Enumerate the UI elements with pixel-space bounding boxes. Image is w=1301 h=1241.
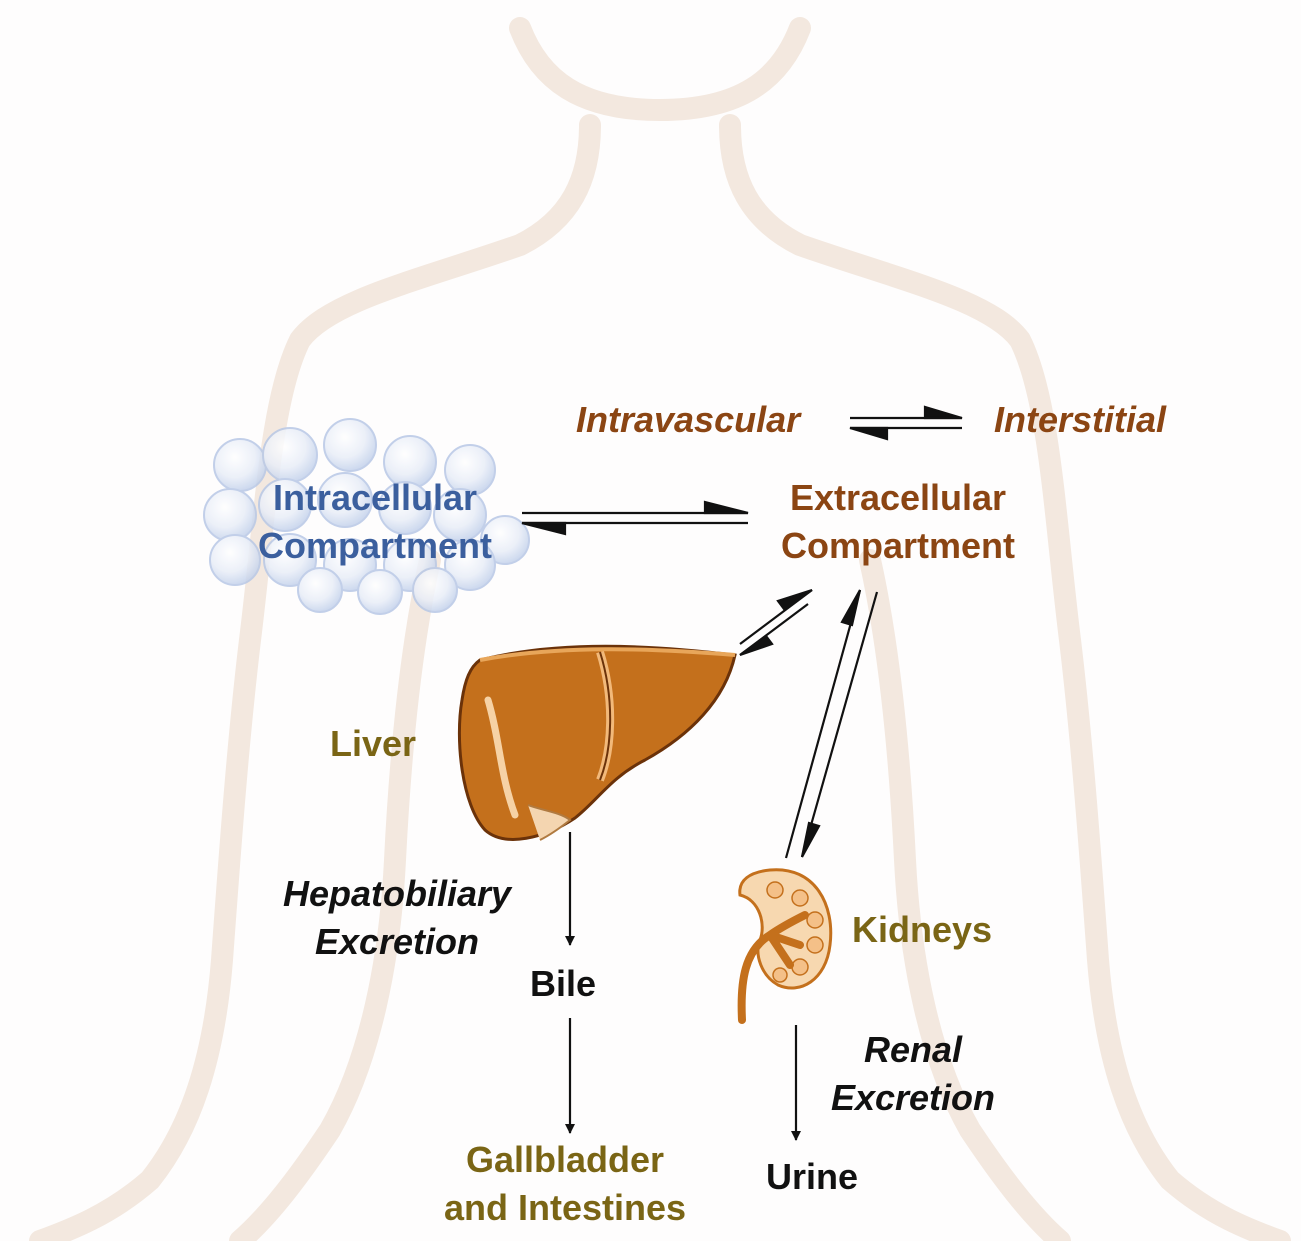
intracellular-line-2: Compartment [230, 522, 520, 570]
intracellular-line-1: Intracellular [230, 474, 520, 522]
hepatobiliary-excretion-label: Hepatobiliary Excretion [262, 870, 532, 966]
gallbladder-intestines-label: Gallbladder and Intestines [410, 1136, 720, 1232]
interstitial-label: Interstitial [994, 396, 1166, 444]
gallbladder-line-2: and Intestines [410, 1184, 720, 1232]
renal-line-2: Excretion [808, 1074, 1018, 1122]
body-silhouette [40, 28, 1280, 1241]
renal-line-1: Renal [808, 1026, 1018, 1074]
renal-excretion-label: Renal Excretion [808, 1026, 1018, 1122]
kidney-icon [740, 870, 831, 1020]
extracellular-compartment-label: Extracellular Compartment [748, 474, 1048, 570]
liver-label: Liver [330, 720, 416, 768]
liver-icon [459, 646, 735, 840]
intravascular-label: Intravascular [576, 396, 800, 444]
kidneys-label: Kidneys [852, 906, 992, 954]
intracellular-compartment-label: Intracellular Compartment [230, 474, 520, 570]
extracellular-line-1: Extracellular [748, 474, 1048, 522]
extracellular-line-2: Compartment [748, 522, 1048, 570]
urine-label: Urine [766, 1153, 858, 1201]
hepatobiliary-line-1: Hepatobiliary [262, 870, 532, 918]
bile-label: Bile [530, 960, 596, 1008]
hepatobiliary-line-2: Excretion [262, 918, 532, 966]
gallbladder-line-1: Gallbladder [410, 1136, 720, 1184]
